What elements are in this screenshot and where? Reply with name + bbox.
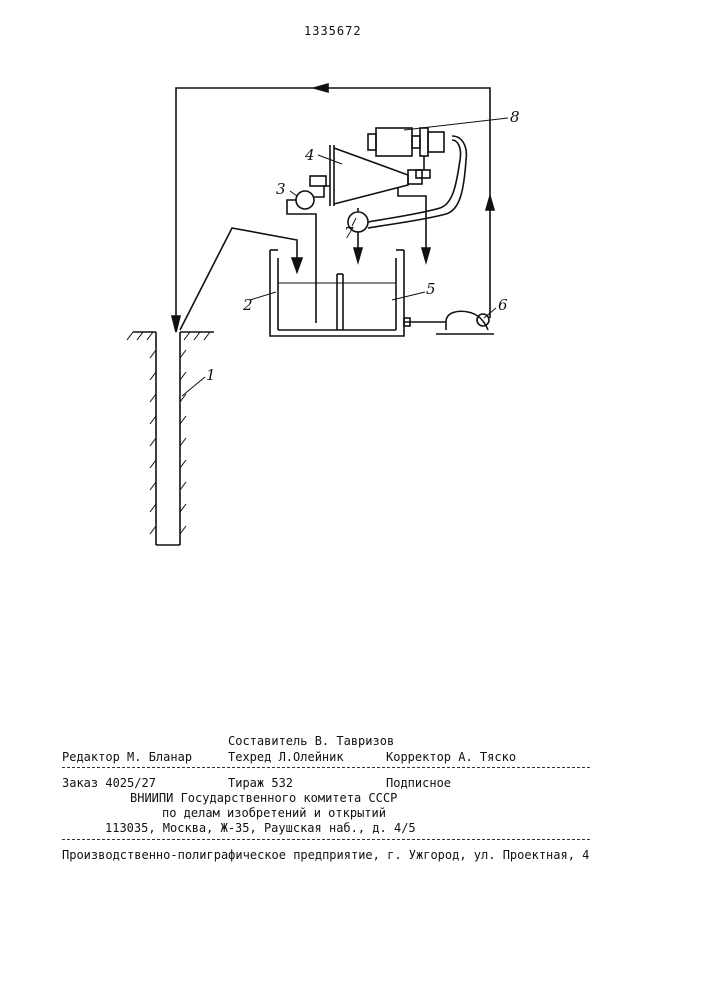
pump-6	[404, 311, 494, 334]
label-5: 5	[426, 280, 436, 298]
return-line	[172, 84, 494, 332]
label-3: 3	[276, 180, 286, 198]
hydrocyclone	[330, 145, 430, 262]
pump-7	[348, 136, 466, 262]
order: Заказ 4025/27	[62, 776, 156, 790]
label-8: 8	[510, 108, 520, 126]
label-6: 6	[498, 296, 508, 314]
label-2: 2	[242, 296, 253, 314]
address: 113035, Москва, Ж-35, Раушская наб., д. …	[105, 821, 416, 835]
compiler: Составитель В. Тавризов	[228, 734, 394, 748]
pump-3	[287, 176, 330, 323]
printer: Производственно-полиграфическое предприя…	[62, 848, 589, 862]
subscription: Подписное	[386, 776, 451, 790]
divider-1	[62, 767, 590, 768]
editor: Редактор М. Бланар	[62, 750, 192, 764]
ground-hatching	[127, 332, 210, 534]
org-line-1: ВНИИПИ Государственного комитета СССР	[130, 791, 397, 805]
label-1: 1	[206, 366, 216, 384]
circulation: Тираж 532	[228, 776, 293, 790]
label-4: 4	[304, 146, 315, 164]
motor-8	[368, 128, 444, 178]
discharge-line	[180, 228, 302, 330]
techred: Техред Л.Олейник	[228, 750, 344, 764]
tank	[270, 250, 404, 336]
org-line-2: по делам изобретений и открытий	[162, 806, 386, 820]
corrector: Корректор А. Тяско	[386, 750, 516, 764]
divider-2	[62, 839, 590, 840]
schematic-drawing: 1 2 3 4 5 6 7 8	[0, 0, 707, 700]
well	[133, 332, 214, 545]
label-7: 7	[344, 224, 354, 242]
